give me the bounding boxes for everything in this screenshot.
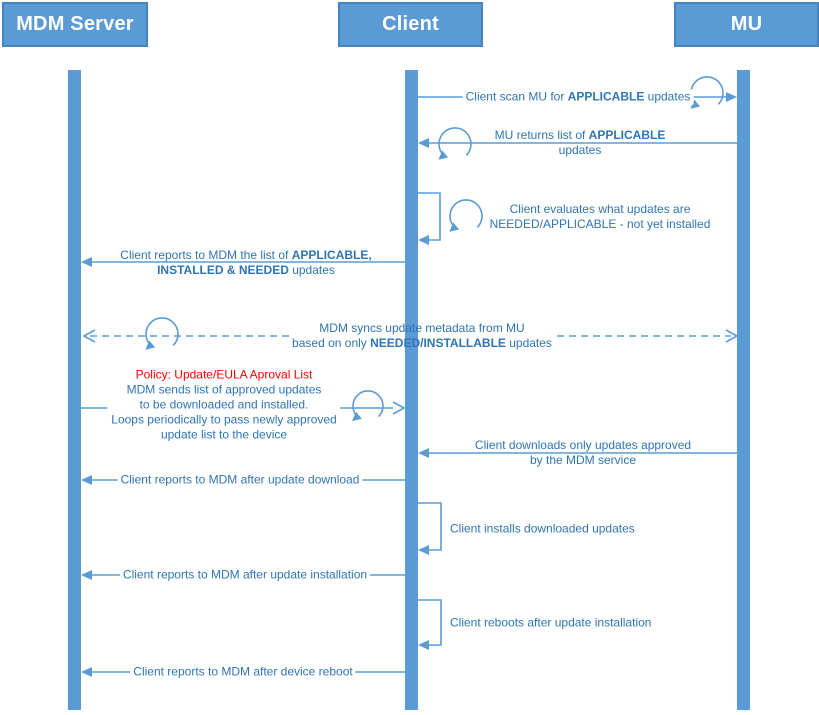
label-download: Client downloads only updates approved b… xyxy=(475,438,691,468)
label-line-1: MDM syncs update metadata from MU xyxy=(319,321,525,335)
loop-icon xyxy=(352,390,384,422)
self-arrow-reboot xyxy=(418,599,442,650)
label-report-install: Client reports to MDM after update insta… xyxy=(119,567,371,583)
label-line-1: MDM sends list of approved updates xyxy=(126,382,322,397)
label-text: based on only xyxy=(292,336,371,350)
lifeline-mdm-server xyxy=(68,70,81,710)
label-report-list: Client reports to MDM the list of APPLIC… xyxy=(120,248,371,278)
loop-icon xyxy=(449,199,483,232)
loop-icon xyxy=(145,317,179,350)
actor-label-mdm-server: MDM Server xyxy=(16,13,134,35)
label-line-3: Loops periodically to pass newly approve… xyxy=(111,412,337,427)
solid-arrowhead-icon xyxy=(418,138,429,148)
label-mu-returns: MU returns list of APPLICABLE updates xyxy=(495,128,666,158)
actor-box-mdm-server: MDM Server xyxy=(2,2,148,47)
solid-arrowhead-icon xyxy=(418,448,429,458)
label-scan-mu: Client scan MU for APPLICABLE updates xyxy=(462,89,694,105)
label-line-1: Client evaluates what updates are xyxy=(509,202,691,216)
label-text: MU returns list of xyxy=(494,128,589,142)
actor-box-client: Client xyxy=(338,2,483,47)
lifeline-client xyxy=(405,70,418,710)
label-line-4: update list to the device xyxy=(160,427,288,442)
label-text: Client scan MU for xyxy=(465,89,568,104)
loop-icon xyxy=(438,127,472,160)
label-line-2: by the MDM service xyxy=(529,453,637,467)
label-text-bold: APPLICABLE xyxy=(588,128,666,142)
solid-arrowhead-icon xyxy=(418,545,429,555)
label-text: Client reports to MDM the list of xyxy=(120,248,292,262)
solid-arrowhead-icon xyxy=(81,257,92,267)
label-line-2: based on only NEEDED/INSTALLABLE updates xyxy=(292,336,552,351)
actor-label-mu: MU xyxy=(730,13,763,35)
label-text-bold: NEEDED/INSTALLABLE xyxy=(370,336,506,350)
solid-arrowhead-icon xyxy=(81,667,92,677)
label-report-reboot: Client reports to MDM after device reboo… xyxy=(130,664,356,680)
label-sync-metadata: MDM syncs update metadata from MU based … xyxy=(292,321,552,351)
label-text: updates xyxy=(644,89,691,104)
solid-arrowhead-icon xyxy=(726,92,737,102)
self-arrow-evaluate xyxy=(418,192,483,245)
label-line-2: updates xyxy=(558,143,602,157)
arrow-download xyxy=(418,448,737,458)
label-evaluate: Client evaluates what updates are NEEDED… xyxy=(490,202,711,232)
arrow-report-list xyxy=(81,257,405,267)
label-install: Client installs downloaded updates xyxy=(450,521,635,536)
actor-label-client: Client xyxy=(382,13,439,35)
open-arrowhead-icon xyxy=(392,401,406,415)
label-line-1: Client downloads only updates approved xyxy=(474,438,692,452)
label-text: updates xyxy=(288,263,335,277)
label-policy: Policy: Update/EULA Aproval List MDM sen… xyxy=(107,367,341,443)
open-arrowhead-icon xyxy=(725,329,739,343)
arrow-mu-returns xyxy=(418,127,737,160)
solid-arrowhead-icon xyxy=(81,570,92,580)
label-text: updates xyxy=(505,336,552,350)
label-line-1: Client reports to MDM the list of APPLIC… xyxy=(120,248,371,263)
policy-title: Policy: Update/EULA Aproval List xyxy=(135,367,313,382)
label-reboot: Client reboots after update installation xyxy=(450,615,652,630)
actor-box-mu: MU xyxy=(674,2,819,47)
label-report-download: Client reports to MDM after update downl… xyxy=(117,472,363,488)
label-line-2: INSTALLED & NEEDED updates xyxy=(120,263,371,278)
label-text-bold: INSTALLED & NEEDED xyxy=(157,263,289,277)
label-line-1: MU returns list of APPLICABLE xyxy=(495,128,666,143)
solid-arrowhead-icon xyxy=(81,475,92,485)
label-text-bold: APPLICABLE, xyxy=(291,248,372,262)
solid-arrowhead-icon xyxy=(418,235,429,245)
solid-arrowhead-icon xyxy=(418,640,429,650)
self-arrow-install xyxy=(418,502,442,555)
label-line-2: NEEDED/APPLICABLE - not yet installed xyxy=(489,217,711,231)
open-arrowhead-icon xyxy=(82,329,96,343)
label-line-2: to be downloaded and installed. xyxy=(139,397,309,412)
lifeline-mu xyxy=(737,70,750,710)
dashed-arrow-sync-metadata xyxy=(82,317,739,350)
label-text-bold: APPLICABLE xyxy=(567,89,645,104)
